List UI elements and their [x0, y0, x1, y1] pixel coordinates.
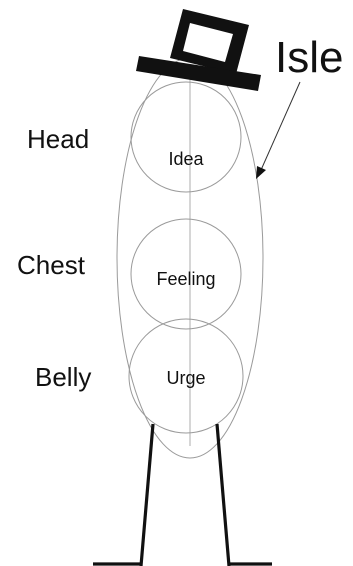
belly-label: Belly — [35, 362, 91, 392]
right-leg — [217, 424, 229, 566]
chest-label: Chest — [17, 250, 86, 280]
top-hat-icon — [136, 9, 261, 91]
feeling-label: Feeling — [156, 269, 215, 289]
pointer-line — [261, 82, 300, 170]
urge-label: Urge — [166, 368, 205, 388]
pointer-arrowhead — [256, 166, 266, 179]
head-circle — [131, 82, 241, 192]
title-label: Isle — [275, 33, 343, 82]
head-label: Head — [27, 124, 89, 154]
left-leg — [141, 424, 153, 566]
idea-label: Idea — [168, 149, 204, 169]
